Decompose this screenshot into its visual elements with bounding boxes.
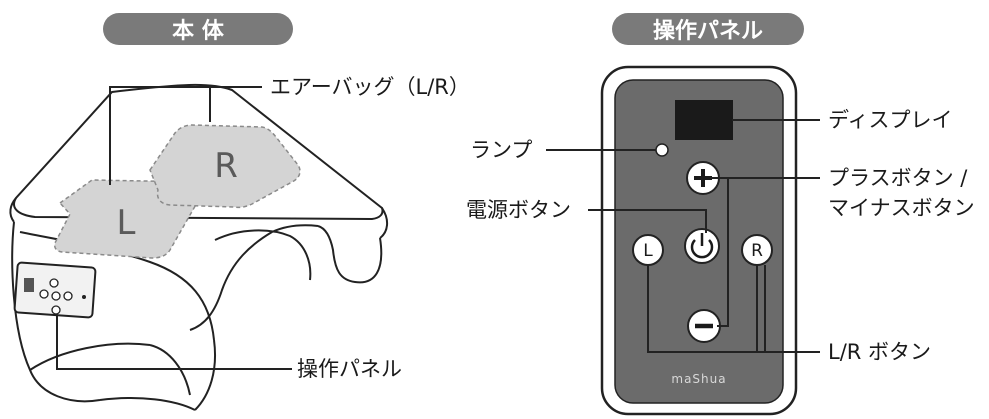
callout-plus-minus-line2: マイナスボタン (828, 196, 975, 220)
display-screen (675, 100, 733, 140)
body-panel-callout-line (56, 316, 292, 370)
brand-logo: maShua (671, 372, 726, 386)
control-panel-heading: 操作パネル (612, 13, 804, 45)
main-body-heading: 本 体 (103, 13, 293, 45)
left-button-letter: L (643, 241, 653, 261)
power-icon (690, 239, 714, 259)
plus-icon (694, 169, 712, 187)
airbag-left-letter: L (117, 203, 136, 243)
panel-callout-lines (546, 119, 820, 353)
callout-plus-minus-line1: プラスボタン / (828, 166, 968, 190)
plus-button[interactable] (686, 161, 720, 195)
callout-body-panel: 操作パネル (297, 357, 402, 381)
callout-power: 電源ボタン (466, 198, 571, 222)
airbag-right-letter: R (214, 146, 238, 186)
callout-lamp: ランプ (470, 138, 532, 162)
lamp-indicator (655, 143, 669, 157)
right-button-letter: R (751, 241, 763, 261)
left-button[interactable]: L (632, 234, 664, 266)
airbag-callout-lines (109, 86, 262, 185)
main-body-heading-text: 本 体 (172, 19, 225, 44)
power-button[interactable] (684, 228, 720, 264)
airbag-right: R (149, 124, 301, 209)
callout-display: ディスプレイ (828, 108, 953, 132)
callout-airbag: エアーバッグ（L/R） (270, 75, 470, 99)
right-button[interactable]: R (741, 234, 773, 266)
body-control-panel (13, 261, 97, 319)
minus-button[interactable] (687, 309, 721, 343)
control-panel-heading-text: 操作パネル (653, 19, 763, 44)
callout-lr-buttons: L/R ボタン (828, 340, 931, 364)
